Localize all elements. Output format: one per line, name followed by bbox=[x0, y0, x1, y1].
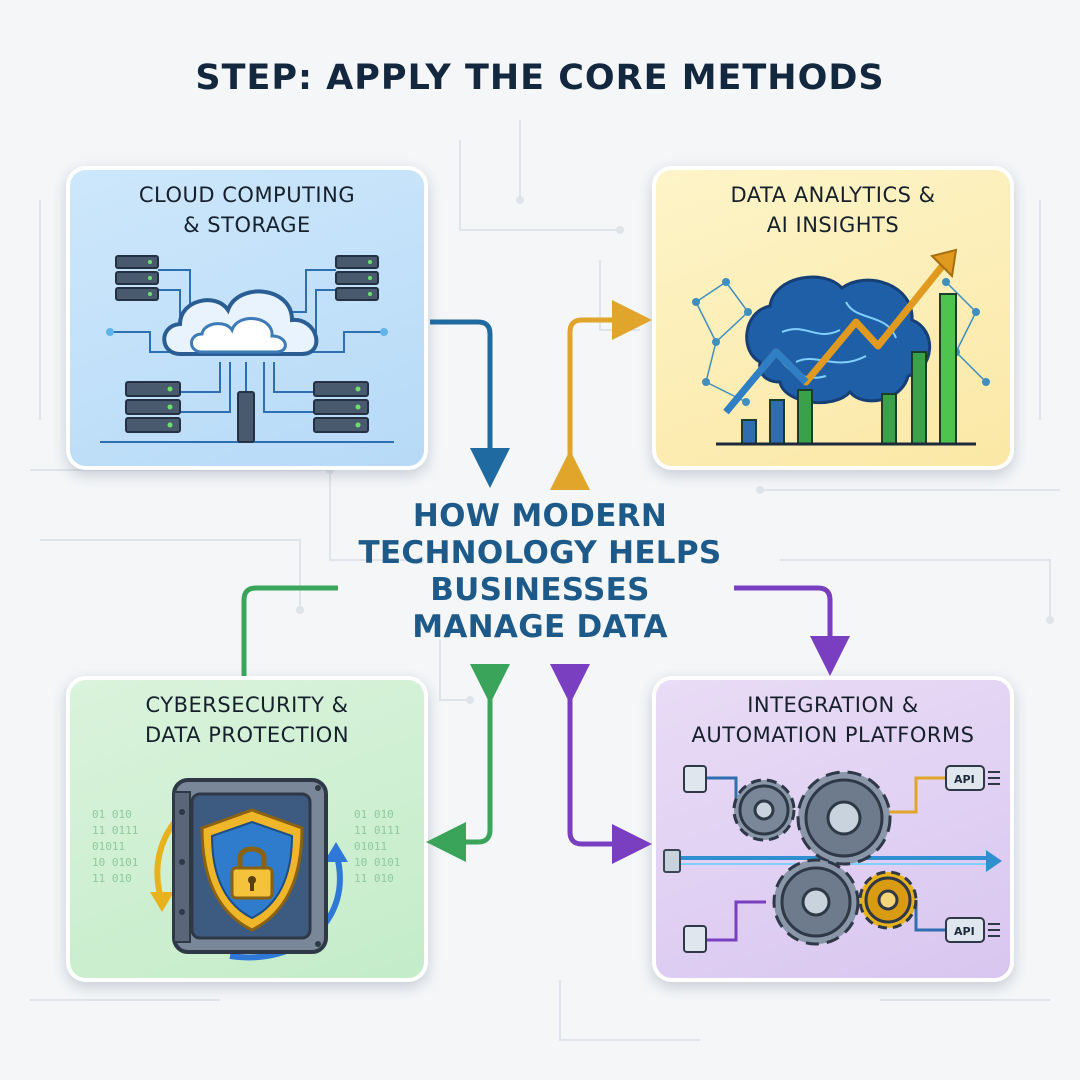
card-security-title-line2: DATA PROTECTION bbox=[144, 723, 350, 747]
binary-row-right-2: 11 0111 bbox=[354, 824, 400, 837]
card-cybersecurity: CYBERSECURITY & DATA PROTECTION 01 010 1… bbox=[66, 676, 428, 982]
binary-row-left-2: 11 0111 bbox=[92, 824, 138, 837]
center-line-4: MANAGE DATA bbox=[412, 609, 668, 645]
card-integration-title: INTEGRATION & AUTOMATION PLATFORMS bbox=[656, 690, 1010, 750]
card-analytics-title-line2: AI INSIGHTS bbox=[766, 213, 900, 237]
center-line-3: BUSINESSES bbox=[430, 572, 650, 608]
card-cloud-title-line1: CLOUD COMPUTING bbox=[138, 183, 356, 207]
card-data-analytics: DATA ANALYTICS & AI INSIGHTS bbox=[652, 166, 1014, 470]
card-security-title-line1: CYBERSECURITY & bbox=[145, 693, 349, 717]
card-integration-title-line1: INTEGRATION & bbox=[747, 693, 919, 717]
card-analytics-title-line1: DATA ANALYTICS & bbox=[730, 183, 936, 207]
card-analytics-title: DATA ANALYTICS & AI INSIGHTS bbox=[656, 180, 1010, 240]
api-label-top: API bbox=[954, 773, 975, 786]
card-integration-title-line2: AUTOMATION PLATFORMS bbox=[691, 723, 975, 747]
binary-row-left-1: 01 010 bbox=[92, 808, 132, 821]
card-cloud-computing: CLOUD COMPUTING & STORAGE bbox=[66, 166, 428, 470]
gears-api-icon: API API bbox=[663, 765, 1002, 953]
center-line-2: TECHNOLOGY HELPS bbox=[358, 535, 722, 571]
binary-row-right-5: 11 010 bbox=[354, 872, 394, 885]
binary-row-right-1: 01 010 bbox=[354, 808, 394, 821]
cloud-server-icon bbox=[100, 255, 394, 443]
brain-chart-icon bbox=[692, 248, 990, 446]
binary-row-right-3: 01011 bbox=[354, 840, 387, 853]
binary-row-left-3: 01011 bbox=[92, 840, 125, 853]
card-integration-automation: INTEGRATION & AUTOMATION PLATFORMS API A… bbox=[652, 676, 1014, 982]
binary-row-right-4: 10 0101 bbox=[354, 856, 400, 869]
center-line-1: HOW MODERN bbox=[412, 498, 668, 534]
card-cloud-title: CLOUD COMPUTING & STORAGE bbox=[70, 180, 424, 240]
shield-lock-icon: 01 010 11 0111 01011 10 0101 11 010 01 0… bbox=[92, 778, 400, 961]
page-title: STEP: APPLY THE CORE METHODS bbox=[195, 58, 885, 98]
card-cloud-title-line2: & STORAGE bbox=[183, 213, 311, 237]
api-label-bottom: API bbox=[954, 925, 975, 938]
binary-row-left-4: 10 0101 bbox=[92, 856, 138, 869]
card-security-title: CYBERSECURITY & DATA PROTECTION bbox=[70, 690, 424, 750]
binary-row-left-5: 11 010 bbox=[92, 872, 132, 885]
center-heading: HOW MODERN TECHNOLOGY HELPS BUSINESSES M… bbox=[330, 498, 750, 646]
